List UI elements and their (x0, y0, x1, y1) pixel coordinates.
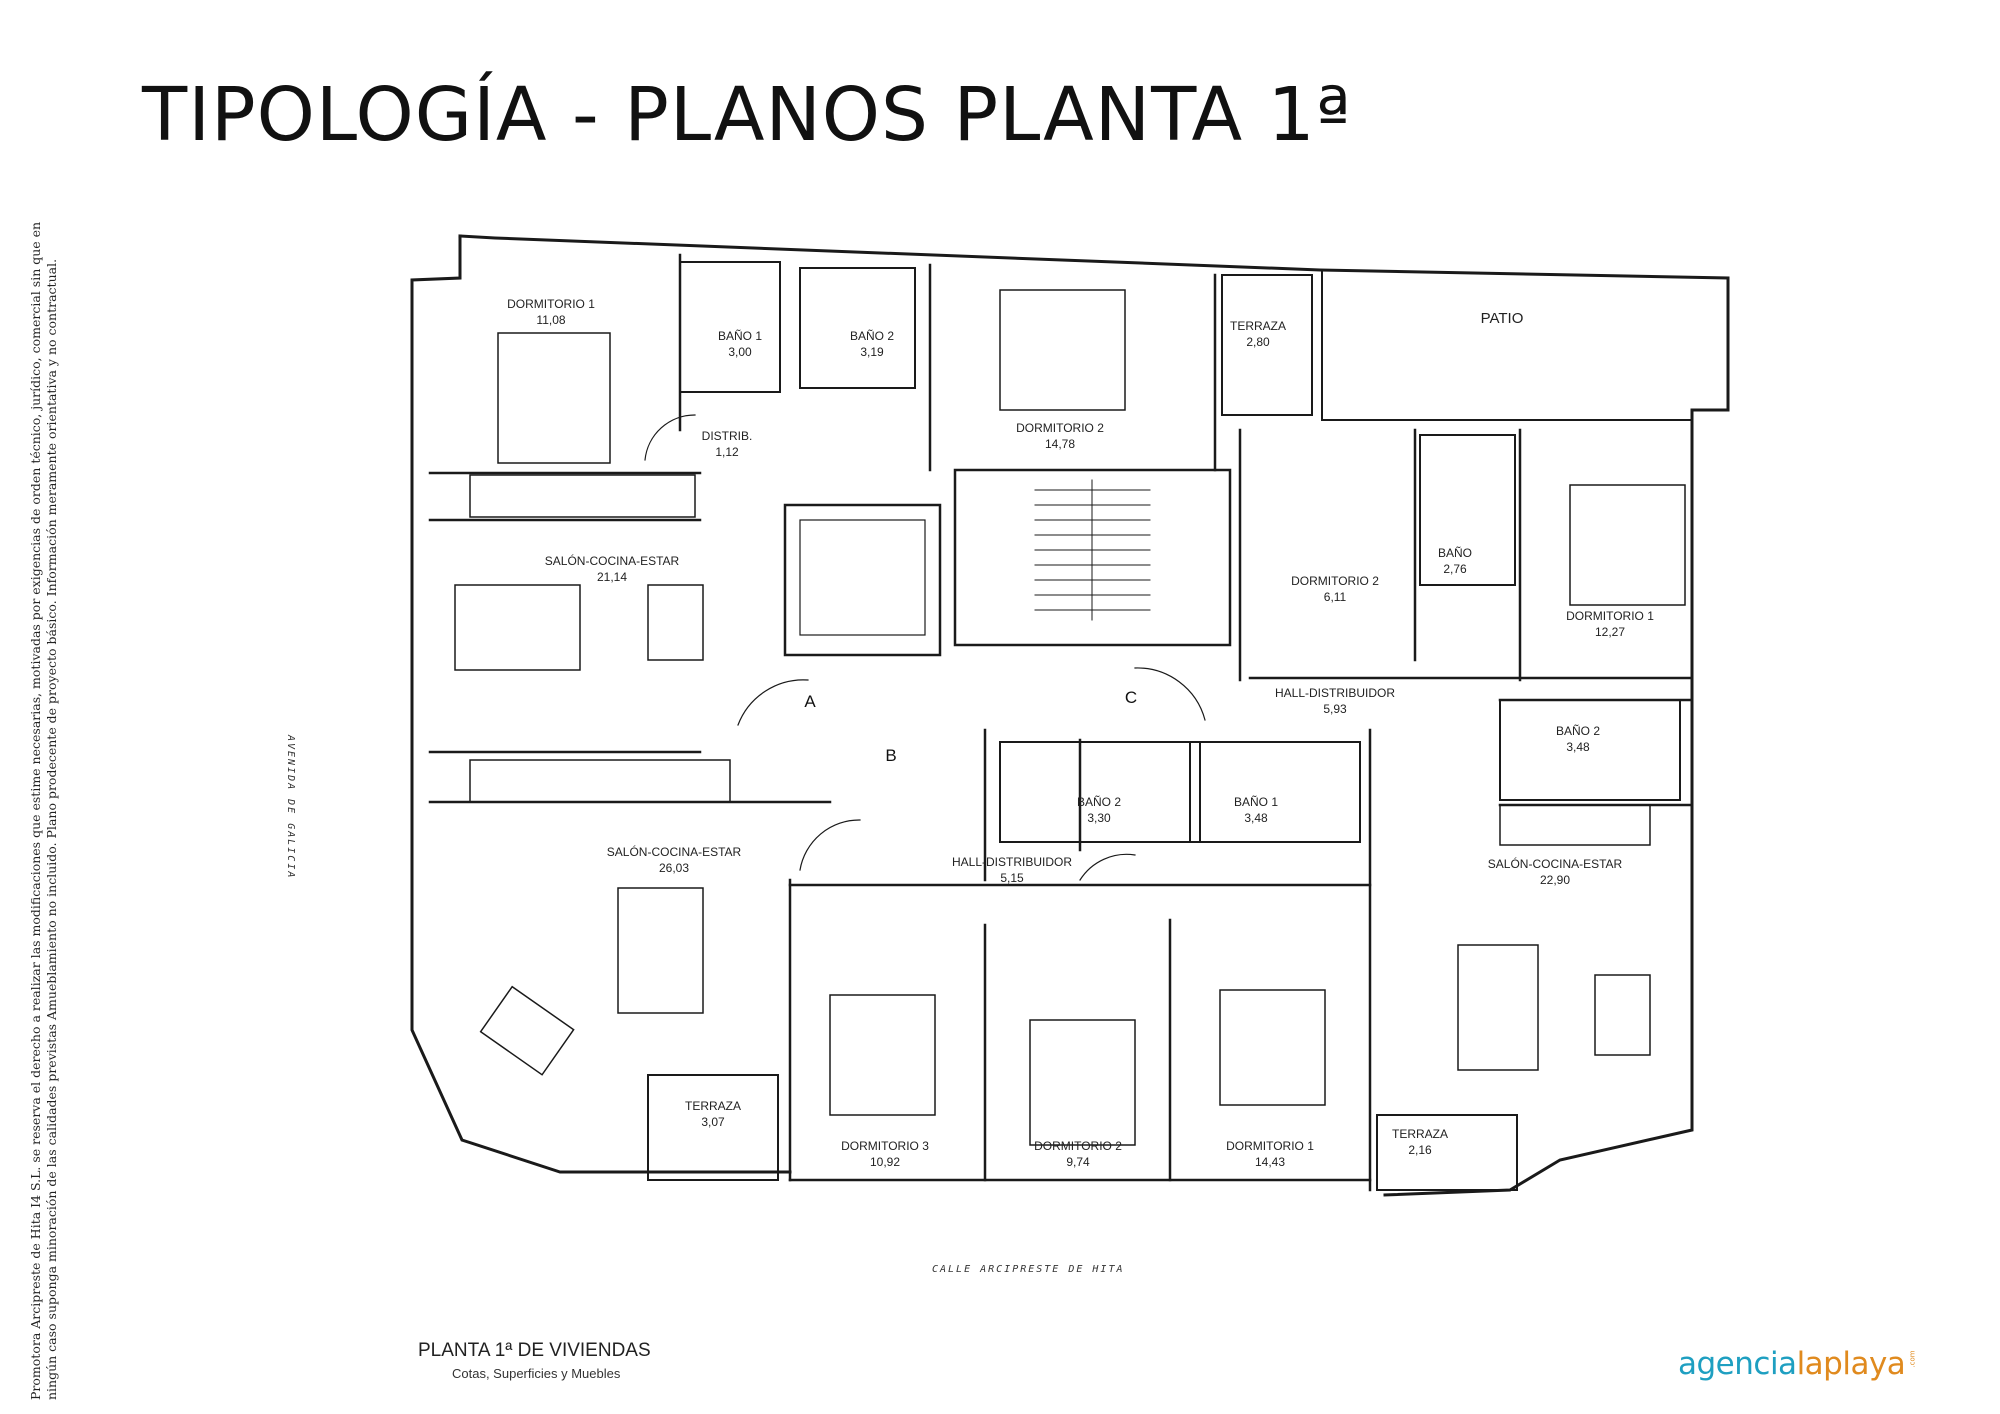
bath-c (1419, 434, 1516, 586)
label-unit-c-bano: BAÑO (1438, 546, 1472, 560)
door-arc-b (799, 819, 861, 871)
label-unit-a-bano1: BAÑO 1 (718, 329, 762, 343)
label-unit-b-dormitorio2: DORMITORIO 2 (1034, 1139, 1122, 1153)
area-unit-a-salon: 21,14 (597, 570, 627, 584)
kitchen-counter-b (469, 759, 731, 803)
bed-a2 (999, 289, 1126, 411)
area-unit-b-dormitorio1: 14,43 (1255, 1155, 1285, 1169)
logo-part-agencia: agencia (1678, 1346, 1797, 1382)
kitchen-counter-a (469, 474, 696, 518)
label-unit-a-salon: SALÓN-COCINA-ESTAR (545, 553, 680, 568)
door-letter-c: C (1125, 688, 1137, 707)
label-patio: PATIO (1481, 310, 1524, 327)
plan-caption: PLANTA 1ª DE VIVIENDAS (418, 1340, 651, 1361)
area-unit-c-dormitorio2: 6,11 (1324, 590, 1347, 604)
area-unit-c-dormitorio1: 12,27 (1595, 625, 1625, 639)
plan-subcaption: Cotas, Superficies y Muebles (452, 1366, 621, 1381)
area-unit-a-distrib: 1,12 (715, 445, 739, 459)
bath-b2 (999, 741, 1201, 843)
door-arc-a (737, 679, 809, 726)
sofa-a (454, 584, 581, 671)
room-labels: DORMITORIO 1 11,08 BAÑO 1 3,00 BAÑO 2 3,… (285, 297, 1654, 1275)
company-logo: agencialaplaya (1678, 1346, 1906, 1382)
label-unit-b-terraza: TERRAZA (685, 1099, 741, 1113)
area-unit-b-hall: 5,15 (1000, 871, 1024, 885)
label-unit-b-bano2: BAÑO 2 (1077, 795, 1121, 809)
area-unit-b-bano2: 3,30 (1087, 811, 1111, 825)
label-unit-c-bano2: BAÑO 2 (1556, 724, 1600, 738)
bed-c1 (1569, 484, 1686, 606)
door-letter-b: B (885, 746, 896, 765)
street-label-bottom: CALLE ARCIPRESTE DE HITA (932, 1264, 1125, 1275)
label-unit-a-terraza: TERRAZA (1230, 319, 1286, 333)
table-b (479, 985, 575, 1076)
area-unit-b-terraza: 3,07 (701, 1115, 725, 1129)
plan-walls (410, 234, 1730, 1197)
label-unit-a-distrib: DISTRIB. (702, 429, 753, 443)
bath-c2 (1499, 699, 1681, 801)
label-unit-b-salon: SALÓN-COCINA-ESTAR (607, 844, 742, 859)
bath-a1 (679, 261, 781, 393)
area-unit-c-bano2: 3,48 (1566, 740, 1590, 754)
terrace-c (1376, 1114, 1518, 1191)
bath-a2 (799, 267, 916, 389)
label-unit-c-salon: SALÓN-COCINA-ESTAR (1488, 856, 1623, 871)
area-unit-b-bano1: 3,48 (1244, 811, 1268, 825)
door-arc-hall-b (1079, 853, 1136, 881)
area-unit-b-dormitorio2: 9,74 (1066, 1155, 1090, 1169)
area-unit-b-salon: 26,03 (659, 861, 689, 875)
area-unit-a-dormitorio1: 11,08 (536, 313, 565, 327)
page-title: TIPOLOGÍA - PLANOS PLANTA 1ª (142, 72, 1352, 158)
terrace-b (647, 1074, 779, 1181)
logo-part-laplaya: laplaya (1796, 1346, 1906, 1382)
area-unit-a-bano1: 3,00 (728, 345, 752, 359)
label-unit-a-bano2: BAÑO 2 (850, 329, 894, 343)
area-unit-c-terraza: 2,16 (1408, 1143, 1432, 1157)
outer-wall-right (1383, 350, 1730, 1197)
area-unit-a-dormitorio2: 14,78 (1045, 437, 1075, 451)
label-unit-b-dormitorio3: DORMITORIO 3 (841, 1139, 929, 1153)
label-unit-c-terraza: TERRAZA (1392, 1127, 1448, 1141)
table-a (647, 584, 704, 661)
elevator-shaft (783, 503, 942, 657)
sofa-c (1457, 944, 1539, 1071)
area-unit-c-bano: 2,76 (1443, 562, 1467, 576)
street-label-left: AVENIDA DE GALICIA (285, 734, 296, 879)
outer-wall (458, 234, 1730, 354)
stair-treads (1034, 479, 1151, 621)
terrace-a (1221, 274, 1313, 416)
sofa-b (617, 887, 704, 1014)
bed-b3 (829, 994, 936, 1116)
area-unit-b-dormitorio3: 10,92 (870, 1155, 900, 1169)
kitchen-counter-c (1499, 804, 1651, 846)
outer-wall-left (410, 234, 792, 1174)
area-unit-c-salon: 22,90 (1540, 873, 1570, 887)
area-unit-c-hall: 5,93 (1323, 702, 1347, 716)
label-unit-c-hall: HALL-DISTRIBUIDOR (1275, 686, 1395, 700)
label-unit-c-dormitorio2: DORMITORIO 2 (1291, 574, 1379, 588)
bed-b1 (1219, 989, 1326, 1106)
stair-core (953, 468, 1232, 647)
logo-suffix: .com (1908, 1350, 1917, 1368)
area-unit-a-bano2: 3,19 (860, 345, 884, 359)
label-unit-a-dormitorio1: DORMITORIO 1 (507, 297, 595, 311)
door-arc-distrib (644, 414, 696, 461)
label-unit-b-bano1: BAÑO 1 (1234, 795, 1278, 809)
bed-a1 (497, 332, 611, 464)
label-unit-b-dormitorio1: DORMITORIO 1 (1226, 1139, 1314, 1153)
door-arc-c (1134, 667, 1206, 721)
elevator-cabin (799, 519, 926, 636)
bed-b2 (1029, 1019, 1136, 1146)
area-unit-a-terraza: 2,80 (1246, 335, 1270, 349)
label-unit-a-dormitorio2: DORMITORIO 2 (1016, 421, 1104, 435)
table-c (1594, 974, 1651, 1056)
bath-b1 (1189, 741, 1361, 843)
label-unit-b-hall: HALL-DISTRIBUIDOR (952, 855, 1072, 869)
door-letter-a: A (804, 692, 816, 711)
label-unit-c-dormitorio1: DORMITORIO 1 (1566, 609, 1654, 623)
